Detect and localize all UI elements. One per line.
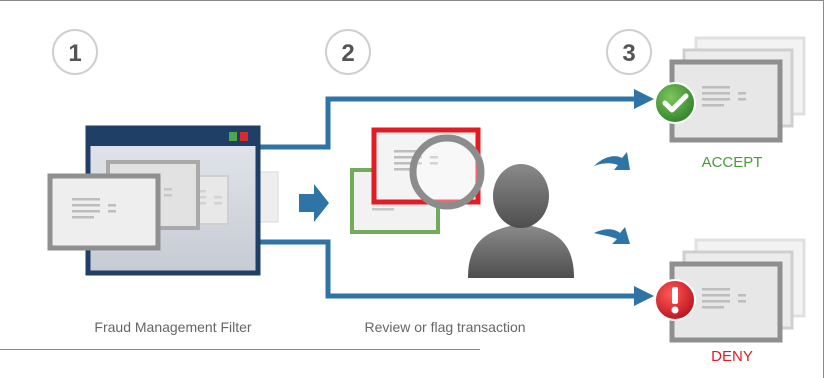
step-1-caption: Fraud Management Filter <box>94 319 252 335</box>
curve-arrow-up-icon <box>594 152 630 170</box>
magnifier-icon <box>409 134 485 210</box>
person-icon <box>468 164 574 278</box>
step-1-number: 1 <box>68 40 81 67</box>
accept-flow-arrow <box>258 89 654 150</box>
window-close-icon <box>240 132 248 141</box>
transaction-doc-icon <box>47 173 161 251</box>
deny-flow-arrow <box>258 239 654 306</box>
accept-doc-stack <box>654 36 806 143</box>
accept-badge <box>654 82 696 124</box>
deny-doc-stack <box>654 238 806 343</box>
exclamation-icon <box>672 287 678 304</box>
step-2-caption: Review or flag transaction <box>364 319 525 335</box>
review-icon <box>350 127 574 278</box>
step-3-number: 3 <box>622 40 635 67</box>
deny-label: DENY <box>711 348 753 365</box>
step-3-badge: 3 <box>606 29 652 75</box>
check-icon <box>662 93 689 113</box>
curve-arrow-down-icon <box>594 227 630 244</box>
step-2-badge: 2 <box>325 29 371 75</box>
forward-arrow-icon <box>299 184 329 222</box>
step-1-badge: 1 <box>52 29 98 75</box>
step-2-number: 2 <box>341 40 354 67</box>
window-maximize-icon <box>229 132 237 141</box>
fraud-filter-icon <box>47 125 279 276</box>
accept-label: ACCEPT <box>702 154 763 171</box>
